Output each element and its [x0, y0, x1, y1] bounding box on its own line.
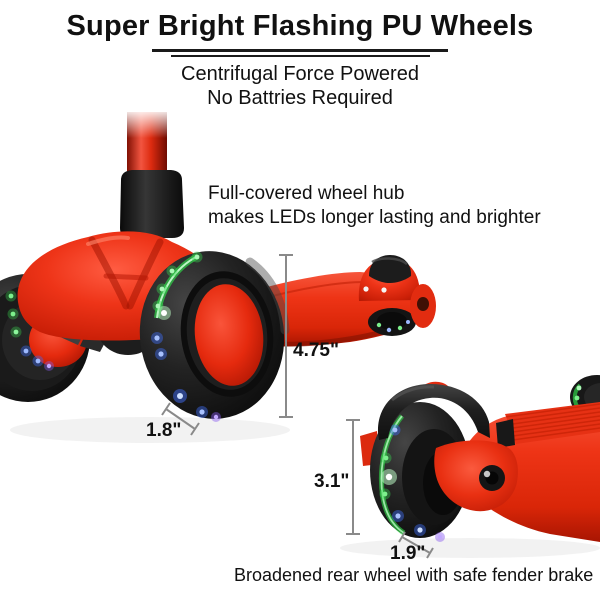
hub-note-line-2: makes LEDs longer lasting and brighter — [208, 207, 541, 228]
subtitle-line-2: No Battries Required — [207, 87, 393, 109]
stem-clamp — [120, 170, 184, 238]
measurement-rear-wheel-width: 1.9" — [390, 543, 426, 564]
measurement-deck-height: 4.75" — [293, 340, 339, 361]
measurement-front-wheel-width: 1.8" — [146, 420, 182, 441]
title-underline-2 — [171, 55, 430, 57]
page-title: Super Bright Flashing PU Wheels — [66, 10, 534, 42]
rear-wheel-small — [358, 255, 436, 336]
swingarm — [434, 440, 518, 512]
rear-wheel-photo — [340, 375, 600, 558]
fender-brake — [377, 383, 490, 440]
subtitle-line-1: Centrifugal Force Powered — [181, 63, 419, 85]
hub-note-line-1: Full-covered wheel hub — [208, 183, 405, 204]
bottom-caption: Broadened rear wheel with safe fender br… — [234, 565, 594, 585]
measurement-rear-wheel-diameter: 3.1" — [314, 471, 350, 492]
front-right-wheel — [139, 251, 290, 422]
left-wheel-leds — [5, 290, 54, 371]
title-underline-1 — [152, 49, 448, 52]
measurement-lines — [161, 254, 434, 559]
front-scooter-photo — [0, 110, 436, 443]
